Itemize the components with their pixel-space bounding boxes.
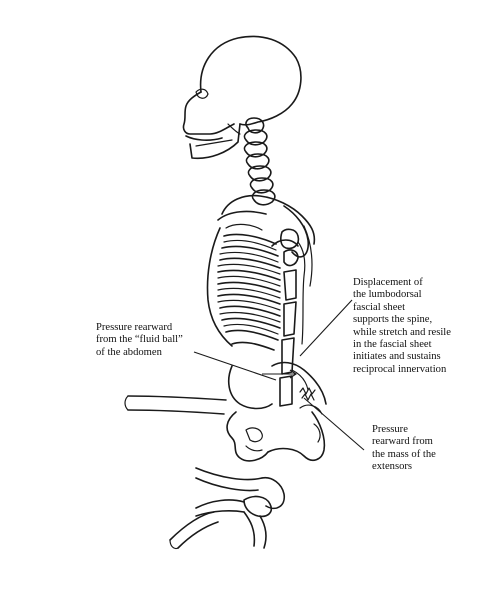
abdomen-leader-line (193, 351, 277, 381)
fascial-sheet-label: Displacement of the lumbodorsal fascial … (353, 277, 451, 375)
cervical-spine (243, 117, 276, 206)
extensor-pressure-label: Pressure rearward from the mass of the e… (372, 424, 436, 473)
pressure-arrowhead (289, 369, 297, 379)
abdomen-pressure-label: Pressure rearward from the “fluid ball” … (96, 322, 183, 358)
leader-lines (193, 299, 365, 451)
extensor-leader-line (303, 397, 365, 451)
rib-cage (206, 227, 281, 351)
fascial-leader-line (299, 299, 353, 357)
pelvis (226, 361, 327, 462)
thoracolumbar-spine (279, 225, 313, 407)
legs (124, 395, 286, 550)
skull (182, 35, 302, 160)
shoulder-girdle (217, 194, 316, 258)
